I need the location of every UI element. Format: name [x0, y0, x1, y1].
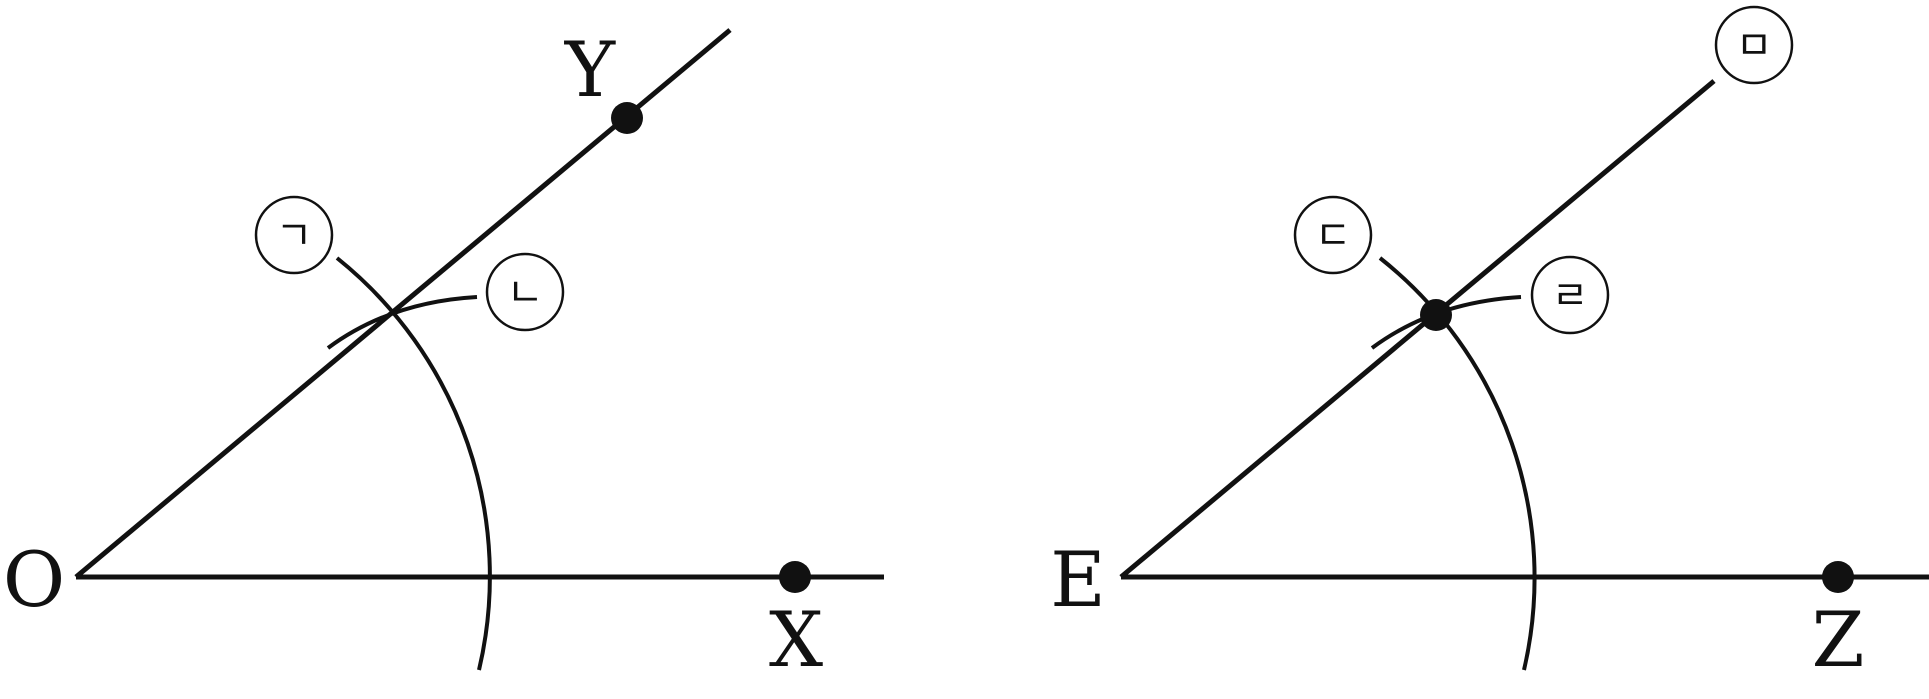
label-o: O: [3, 535, 65, 624]
label-y: Y: [564, 25, 616, 114]
svg-text:ㄷ: ㄷ: [1315, 213, 1352, 259]
point-z-dot: [1822, 561, 1854, 593]
ray-e-constructed: [1119, 79, 1716, 579]
point-x-dot: [779, 561, 811, 593]
point-y-dot: [611, 102, 643, 134]
svg-text:ㅁ: ㅁ: [1736, 23, 1773, 69]
svg-text:ㄱ: ㄱ: [276, 213, 313, 259]
intersection-dot: [1420, 299, 1452, 331]
marker-step-1: ㄱ: [254, 195, 334, 275]
svg-text:ㄹ: ㄹ: [1552, 273, 1589, 319]
label-z: Z: [1812, 595, 1865, 684]
label-x: X: [769, 595, 823, 684]
arc-large-o: [335, 256, 492, 671]
arc-small-x: [326, 295, 478, 350]
marker-step-3: ㄷ: [1293, 195, 1373, 275]
marker-step-4: ㄹ: [1530, 255, 1610, 335]
label-e: E: [1050, 535, 1105, 624]
arc-large-e: [1378, 256, 1537, 671]
marker-step-2: ㄴ: [485, 252, 565, 332]
left-construction: O Y X ㄱ ㄴ: [3, 25, 884, 684]
marker-step-5: ㅁ: [1714, 5, 1794, 85]
svg-text:ㄴ: ㄴ: [507, 270, 544, 316]
right-construction: E Z ㄷ ㄹ ㅁ: [1050, 5, 1929, 684]
